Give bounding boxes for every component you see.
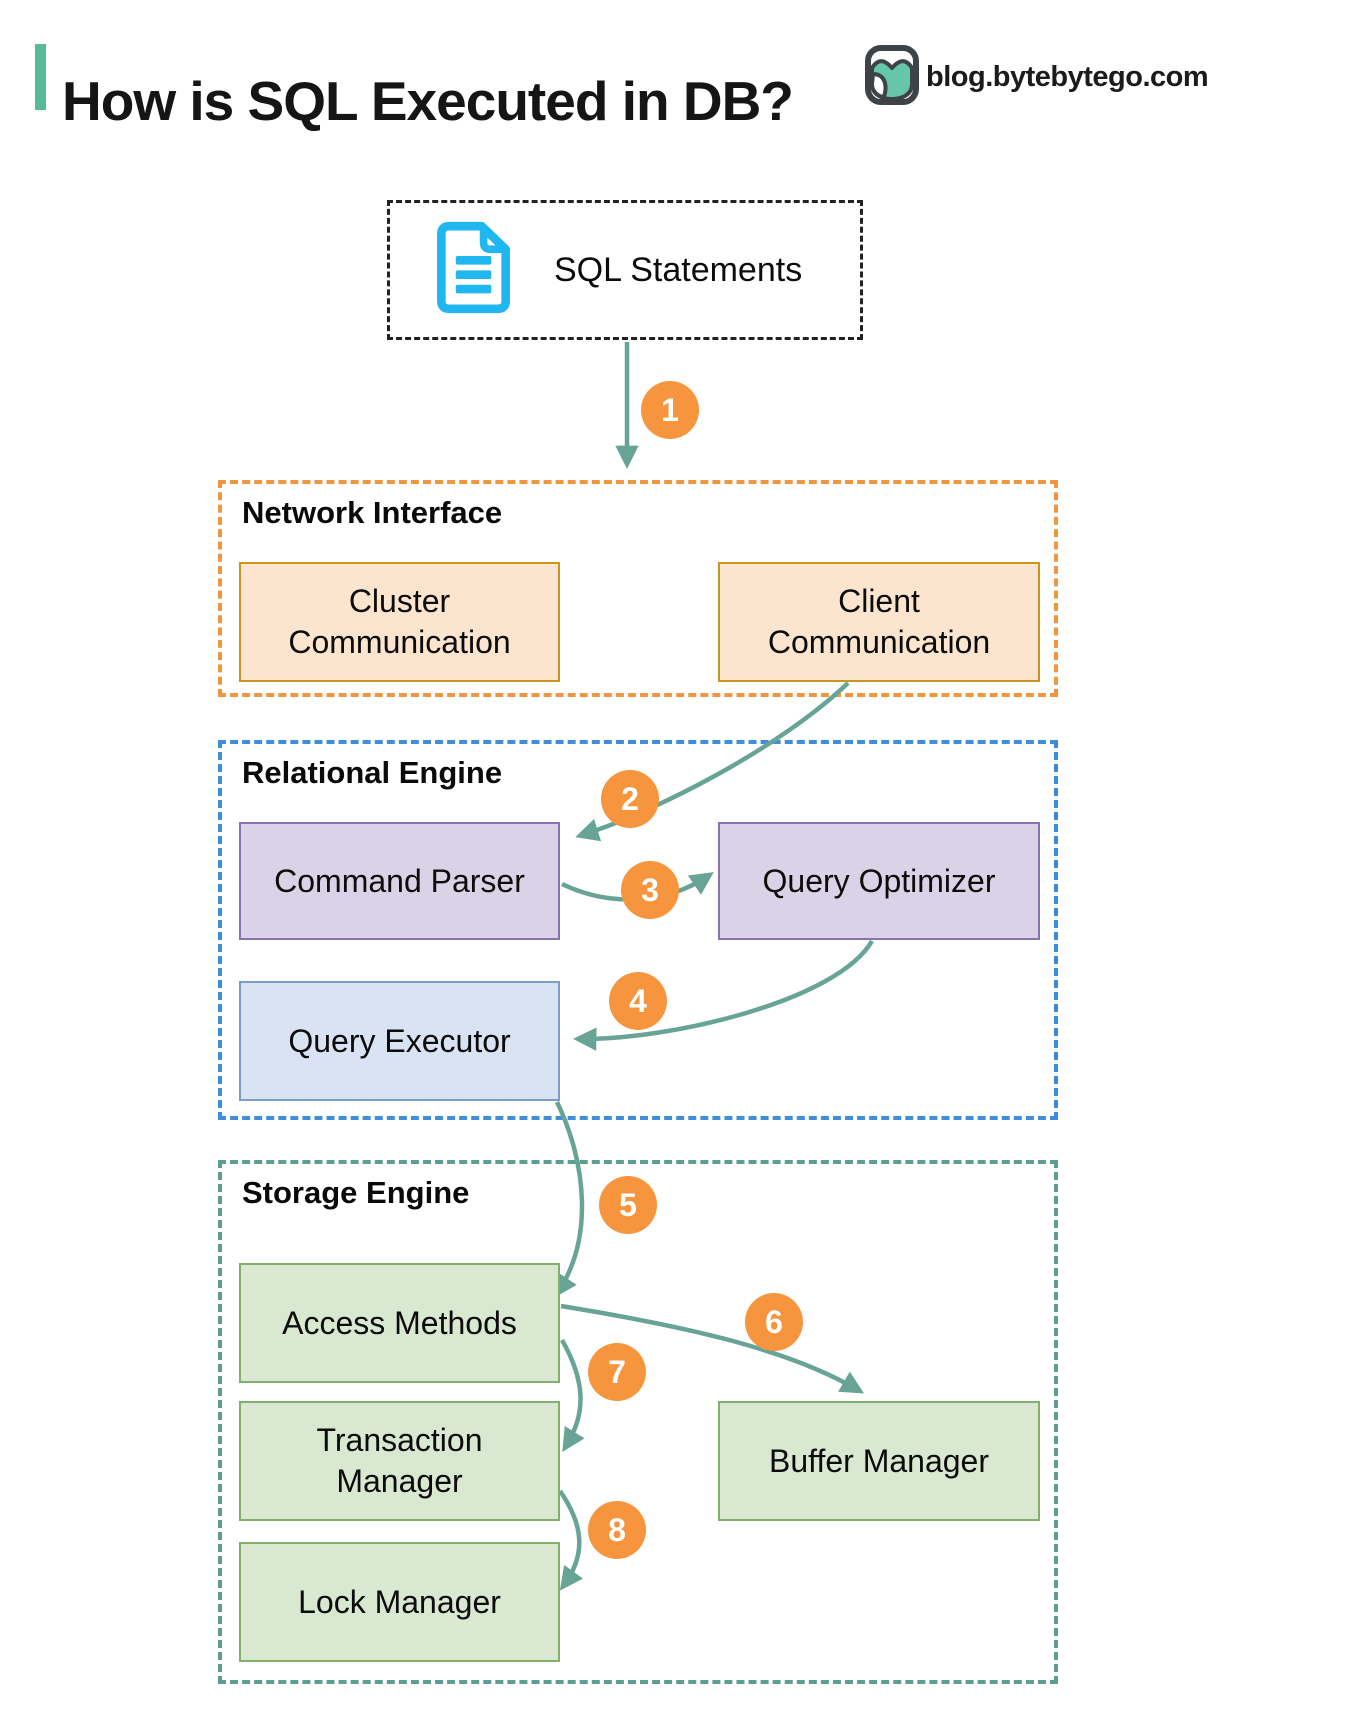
step-badge-2: 2 <box>601 770 659 828</box>
sql-statements-label: SQL Statements <box>554 250 803 289</box>
document-icon <box>426 219 522 321</box>
step-badge-6: 6 <box>745 1293 803 1351</box>
node-access-methods: Access Methods <box>239 1263 560 1383</box>
step-badge-5: 5 <box>599 1176 657 1234</box>
section-storage-engine: Storage Engine <box>218 1160 1058 1684</box>
node-client-communication: Client Communication <box>718 562 1040 682</box>
node-query-optimizer: Query Optimizer <box>718 822 1040 940</box>
section-label: Storage Engine <box>242 1175 470 1210</box>
node-buffer-manager: Buffer Manager <box>718 1401 1040 1521</box>
bytebytego-logo-icon <box>864 44 920 111</box>
node-command-parser: Command Parser <box>239 822 560 940</box>
node-query-executor: Query Executor <box>239 981 560 1101</box>
page-title: How is SQL Executed in DB? <box>62 69 794 132</box>
brand: blog.bytebytego.com <box>864 44 1209 111</box>
step-badge-3: 3 <box>621 861 679 919</box>
section-label: Network Interface <box>242 495 503 530</box>
sql-statements-box: SQL Statements <box>387 200 863 340</box>
title-accent-bar <box>35 44 46 110</box>
step-badge-7: 7 <box>588 1343 646 1401</box>
node-transaction-manager: Transaction Manager <box>239 1401 560 1521</box>
section-label: Relational Engine <box>242 755 503 790</box>
brand-text: blog.bytebytego.com <box>926 61 1209 93</box>
node-lock-manager: Lock Manager <box>239 1542 560 1662</box>
step-badge-8: 8 <box>588 1501 646 1559</box>
step-badge-4: 4 <box>609 972 667 1030</box>
step-badge-1: 1 <box>641 381 699 439</box>
node-cluster-communication: Cluster Communication <box>239 562 560 682</box>
